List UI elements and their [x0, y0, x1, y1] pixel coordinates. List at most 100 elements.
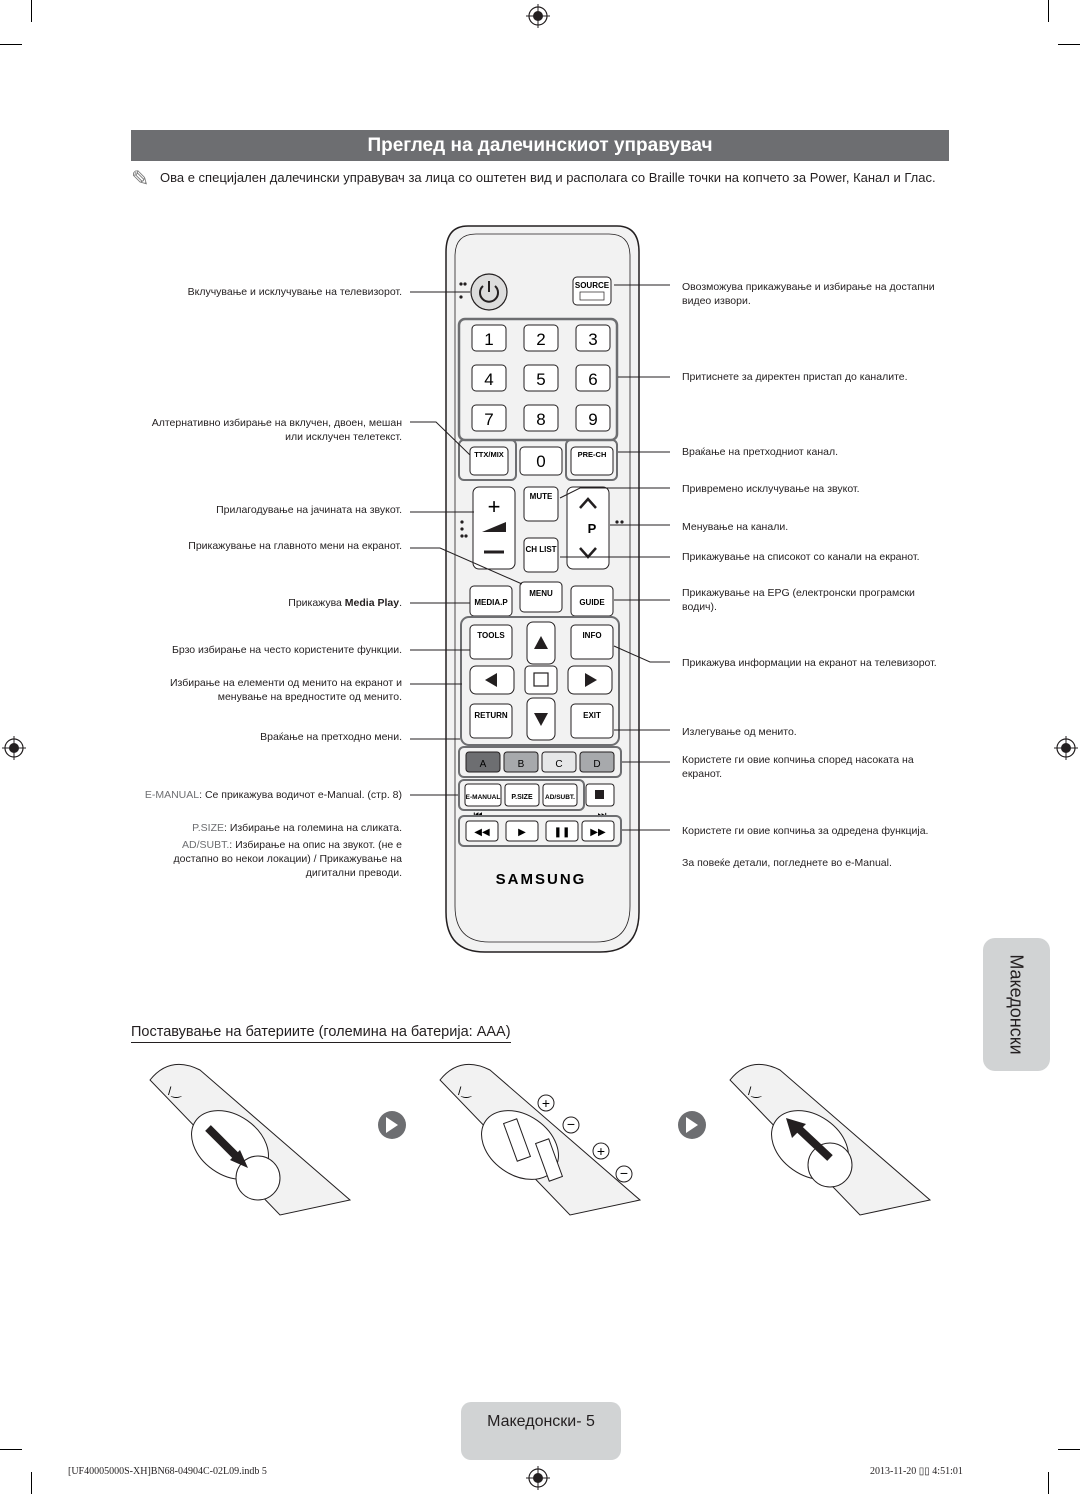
page-number-tab: [461, 1402, 621, 1460]
label-emanual: E-MANUAL: Се прикажува водичот e-Manual.…: [144, 789, 402, 801]
svg-text:/‿: /‿: [748, 1084, 762, 1098]
digit-label: 7: [484, 410, 493, 429]
label-power: Вклучување и исклучување на телевизорот.: [187, 286, 402, 298]
svg-text:SOURCE: SOURCE: [575, 281, 610, 290]
label-guide: Прикажување на EPG (електронски програмс…: [682, 587, 915, 613]
digit-button: [523, 364, 559, 392]
label-return: Враќање на претходно мени.: [260, 731, 402, 743]
svg-text:EXIT: EXIT: [583, 711, 601, 720]
svg-text:RETURN: RETURN: [474, 711, 508, 720]
digit-label: 6: [588, 370, 597, 389]
battery-steps-illustration: /‿ + − + − /‿ /‿: [149, 1063, 932, 1216]
svg-text:TOOLS: TOOLS: [477, 631, 505, 640]
digit-button: [575, 324, 611, 352]
svg-text:−: −: [620, 1165, 628, 1181]
section-title: Поставување на батериите (големина на ба…: [131, 1024, 511, 1043]
registration-mark-icon: [526, 4, 550, 28]
svg-text:SAMSUNG: SAMSUNG: [496, 871, 587, 888]
label-psize: P.SIZE: Избирање на големина на сликата.: [192, 822, 402, 834]
svg-text:/‿: /‿: [168, 1084, 182, 1098]
minus-icon: [562, 1116, 580, 1134]
digit-button: [575, 364, 611, 392]
digit-button: [471, 364, 507, 392]
svg-text:+: +: [488, 494, 501, 519]
color-button-label: C: [555, 759, 562, 770]
label-prech: Враќање на претходниот канал.: [682, 446, 838, 458]
label-exit: Излегување од менито.: [682, 726, 797, 738]
digit-label: 1: [484, 330, 493, 349]
plus-icon: [537, 1094, 555, 1112]
note-pencil-icon: ✎: [131, 166, 150, 191]
footer-timestamp: 2013-11-20 ▯▯ 4:51:01: [870, 1466, 963, 1477]
svg-text:▶▶: ▶▶: [590, 827, 606, 838]
svg-text:AD/SUBT.: AD/SUBT.: [545, 794, 575, 801]
note-text: Ова е специјален далечински управувач за…: [160, 170, 936, 185]
digit-button: [575, 404, 611, 432]
digit-label: 9: [588, 410, 597, 429]
svg-text:+: +: [542, 1095, 550, 1111]
language-tab-label: Македонски: [1007, 954, 1028, 1055]
digit-button: [523, 404, 559, 432]
color-button: [465, 751, 501, 773]
color-buttons: A B C D: [465, 751, 615, 773]
label-volume: Прилагодување на јачината на звукот.: [216, 504, 402, 516]
svg-text:/‿: /‿: [458, 1084, 472, 1098]
label-mediap: Прикажува Media Play.: [288, 597, 402, 609]
svg-text:▶: ▶: [518, 827, 526, 838]
color-button-label: B: [518, 759, 525, 770]
label-teletext: Алтернативно избирање на вклучен, двоен,…: [151, 417, 402, 443]
digit-button: [471, 404, 507, 432]
svg-text:MENU: MENU: [529, 589, 553, 598]
battery-step-close-cover: /‿: [729, 1063, 932, 1216]
leader-lines: [410, 284, 670, 831]
digit-label: 2: [536, 330, 545, 349]
registration-mark-icon: [2, 736, 26, 760]
svg-text:P: P: [588, 521, 597, 536]
registration-mark-icon: [1054, 736, 1078, 760]
label-chlist: Прикажување на списокот со канали на екр…: [682, 551, 920, 563]
color-button: [579, 751, 615, 773]
svg-text:−: −: [567, 1116, 575, 1132]
number-pad: 1 2 3 4 5 6 7 8 9: [471, 324, 611, 432]
label-mute: Привремено исклучување на звукот.: [682, 483, 860, 495]
digit-button: [523, 324, 559, 352]
label-menu: Прикажување на главното мени на екранот.: [188, 540, 402, 552]
language-tab: [983, 938, 1050, 1071]
color-button: [541, 751, 577, 773]
label-playback-more: За повеќе детали, погледнете во e-Manual…: [682, 857, 892, 869]
svg-text:P.SIZE: P.SIZE: [511, 794, 533, 801]
svg-text:CH LIST: CH LIST: [525, 545, 556, 554]
battery-step-insert: + − + − /‿: [439, 1063, 642, 1216]
label-numbers: Притиснете за директен пристап до канали…: [682, 371, 908, 383]
digit-label: 8: [536, 410, 545, 429]
digit-button: [471, 324, 507, 352]
color-button-label: D: [593, 759, 600, 770]
label-source: Овозможува прикажување и избирање на дос…: [682, 281, 935, 307]
color-button-label: A: [480, 759, 487, 770]
page-number: Македонски- 5: [487, 1413, 595, 1430]
page-title: Преглед на далечинскиот управувач: [131, 130, 949, 161]
battery-step-open-cover: /‿: [149, 1063, 352, 1216]
svg-text:◀◀: ◀◀: [474, 827, 490, 838]
plus-icon: [592, 1142, 610, 1160]
digit-label: 4: [484, 370, 493, 389]
digit-label: 5: [536, 370, 545, 389]
label-colors: Користете ги овие копчиња според насокат…: [682, 754, 914, 780]
label-info: Прикажува информации на екранот на телев…: [682, 657, 937, 669]
svg-text:TTX/MIX: TTX/MIX: [474, 450, 504, 459]
svg-text:E-MANUAL: E-MANUAL: [466, 794, 501, 801]
registration-mark-icon: [526, 1466, 550, 1490]
digit-label: 3: [588, 330, 597, 349]
label-tools: Брзо избирање на често користените функц…: [171, 644, 402, 656]
label-channel: Менување на канали.: [682, 521, 789, 533]
color-button: [503, 751, 539, 773]
svg-text:MEDIA.P: MEDIA.P: [474, 598, 508, 607]
label-navigate: Избирање на елементи од менито на екрано…: [169, 677, 402, 703]
label-adsubt: AD/SUBT.: Избирање на опис на звукот. (н…: [173, 839, 402, 879]
svg-text:+: +: [597, 1143, 605, 1159]
svg-text:MUTE: MUTE: [530, 492, 553, 501]
minus-icon: [615, 1165, 633, 1183]
svg-text:❚❚: ❚❚: [554, 827, 571, 838]
svg-text:INFO: INFO: [582, 631, 601, 640]
